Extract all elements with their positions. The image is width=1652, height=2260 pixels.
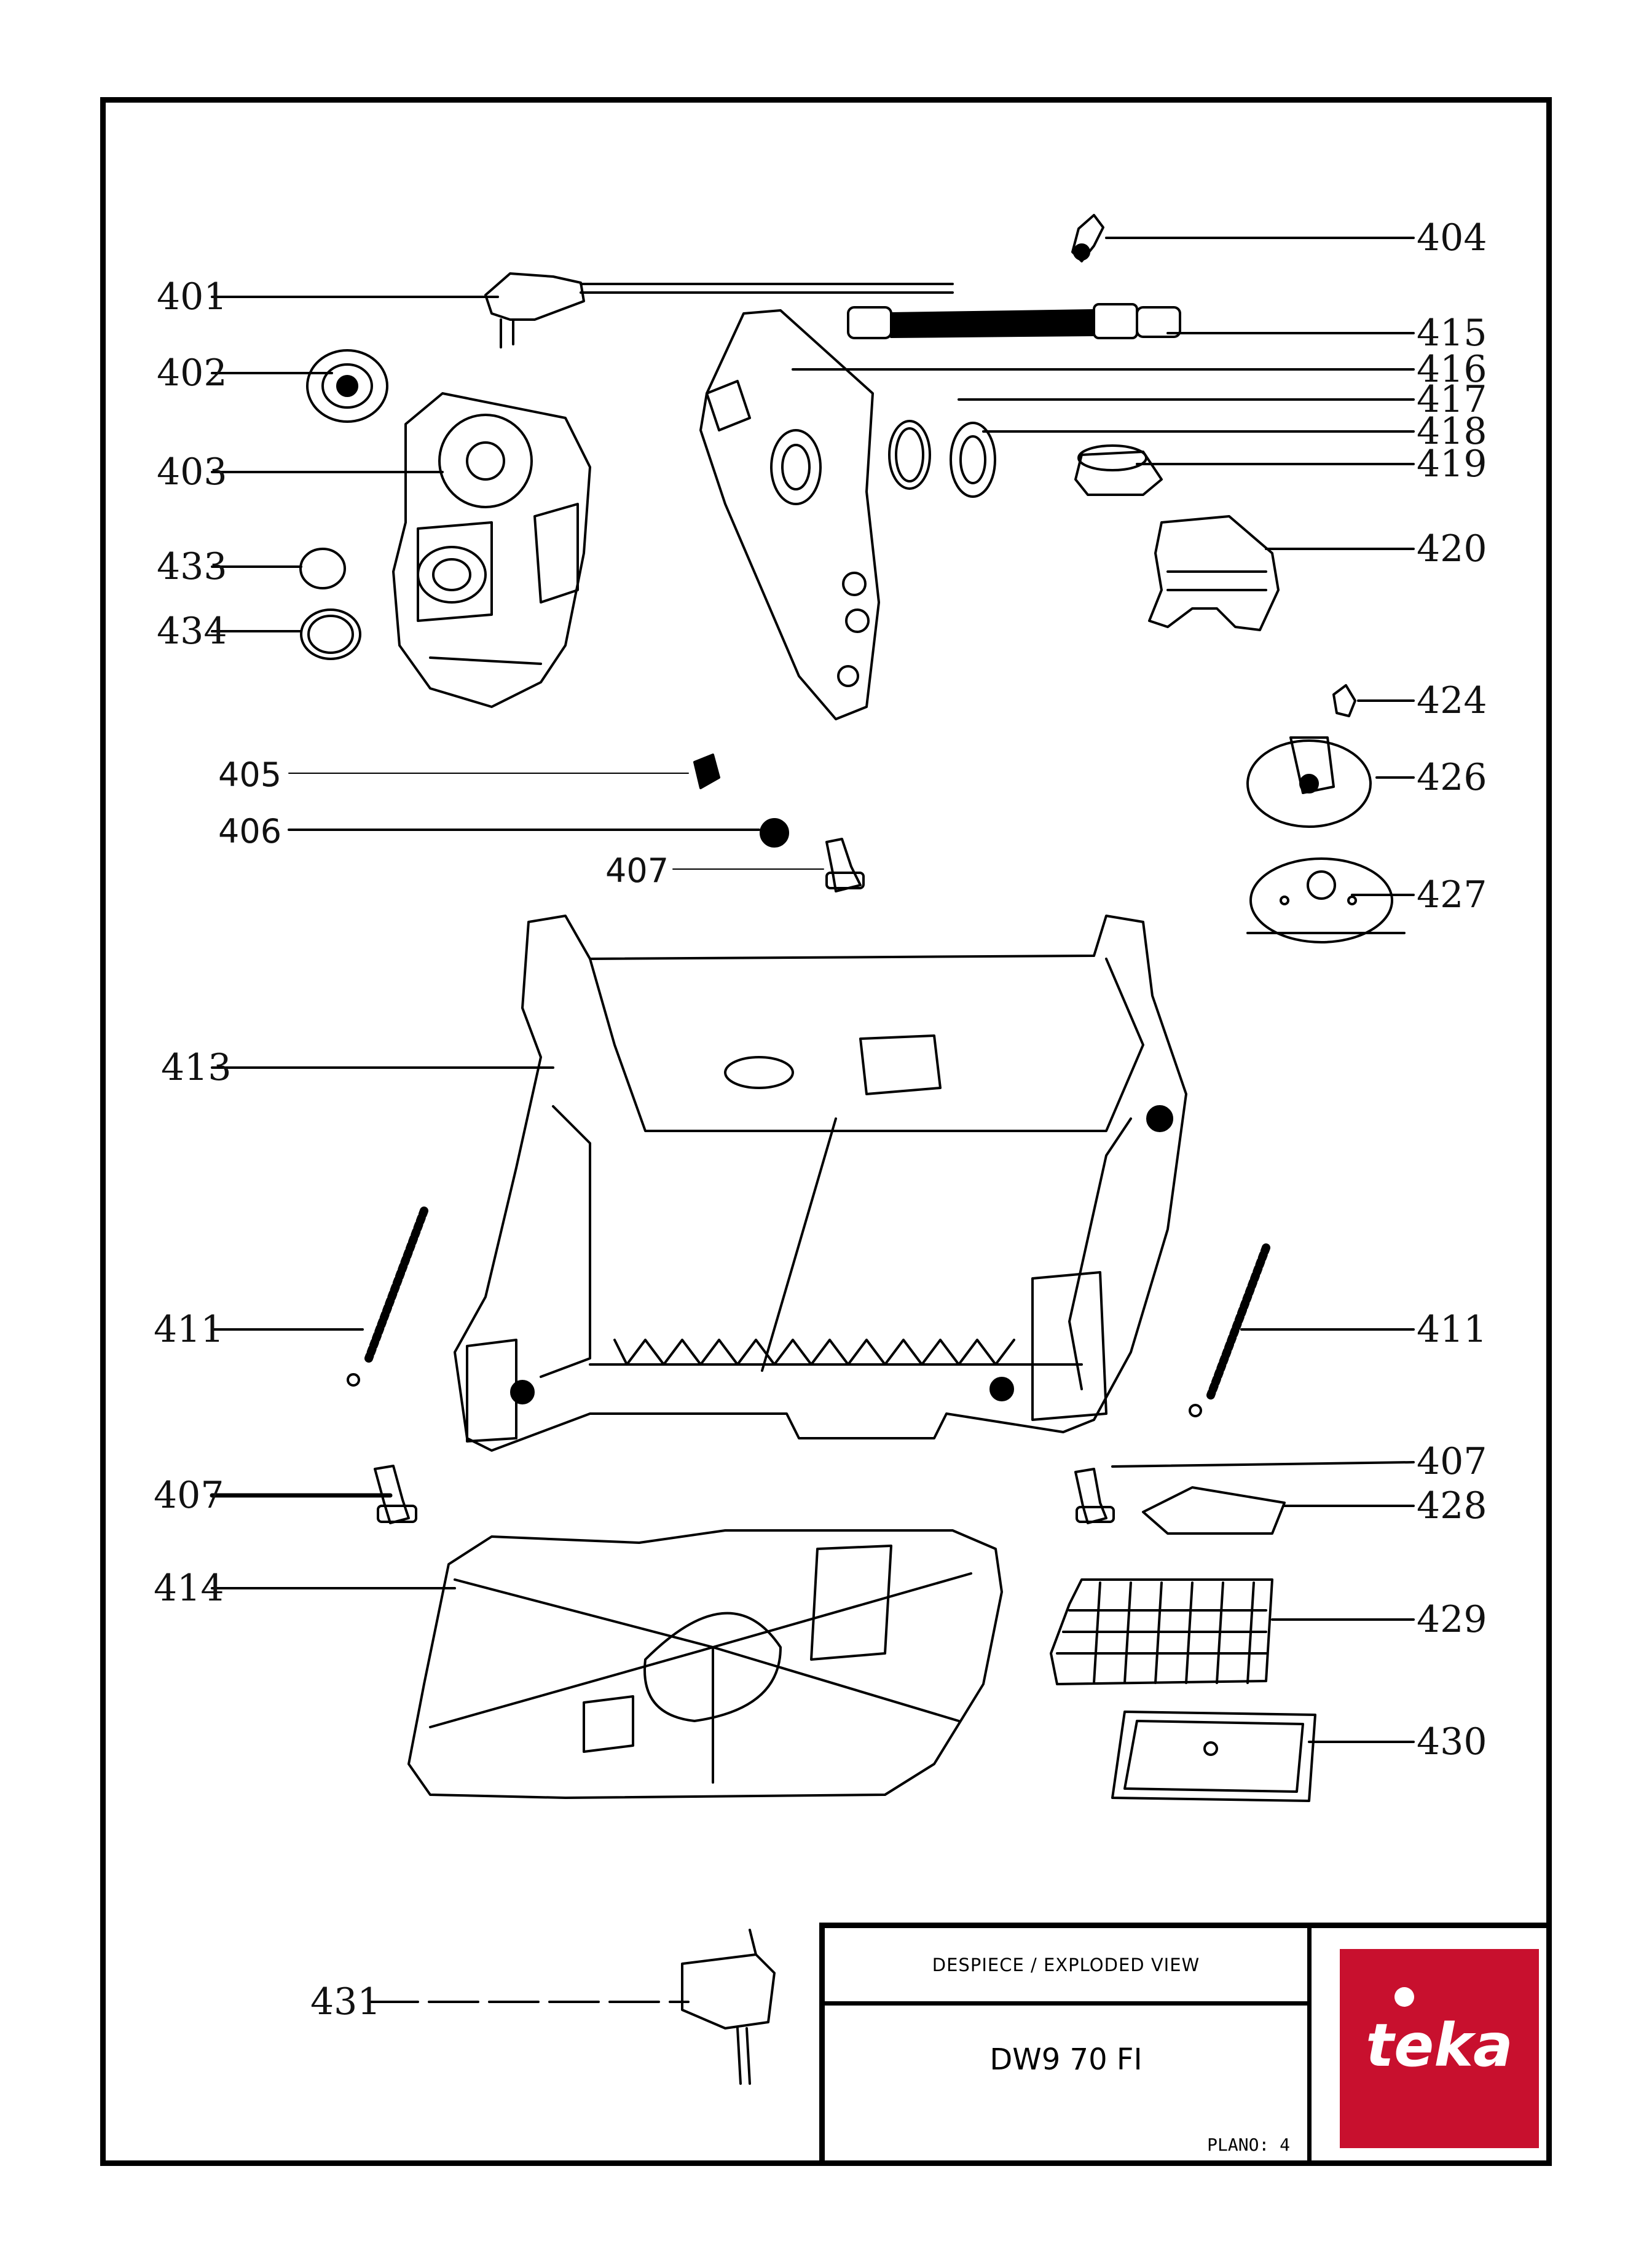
part-406-nut [760, 818, 789, 848]
callout-405: 405 [218, 755, 282, 794]
part-420-bracket [1148, 515, 1280, 631]
callout-413: 413 [161, 1046, 232, 1089]
part-405-screw [693, 754, 720, 789]
callout-416: 416 [1417, 348, 1487, 391]
callout-415: 415 [1417, 312, 1487, 355]
callout-428: 428 [1417, 1484, 1487, 1527]
part-424-clip [1332, 684, 1356, 717]
callout-401: 401 [157, 275, 227, 318]
part-428-pad [1142, 1486, 1286, 1535]
title-block-model-cell: DW9 70 FI PLANO: 4 [825, 2006, 1312, 2166]
part-407-foot-left [374, 1465, 417, 1524]
title-block: DESPIECE / EXPLODED VIEW DW9 70 FI PLANO… [819, 1923, 1552, 2166]
callout-433: 433 [157, 545, 227, 588]
part-414-base-tray [407, 1529, 1003, 1799]
callout-431: 431 [310, 1980, 381, 2023]
part-427-impeller-plate [1246, 857, 1406, 943]
part-417-ring [888, 420, 931, 490]
callout-418: 418 [1417, 410, 1487, 453]
callout-411-left: 411 [154, 1308, 224, 1351]
callout-420: 420 [1417, 527, 1487, 570]
callout-407-top: 407 [605, 851, 669, 890]
callout-429: 429 [1417, 1598, 1487, 1641]
part-433-oring [299, 548, 346, 589]
callout-403: 403 [157, 451, 227, 494]
callout-406: 406 [218, 812, 282, 851]
leader-lines [210, 237, 1415, 2003]
part-418-cap [950, 422, 996, 498]
callout-404: 404 [1417, 216, 1487, 259]
part-430-softener-lid [1111, 1711, 1316, 1802]
part-413-base-frame [454, 915, 1187, 1452]
part-415-hose [847, 303, 1181, 339]
callout-414: 414 [154, 1567, 224, 1610]
title-block-header: DESPIECE / EXPLODED VIEW [825, 1928, 1312, 2006]
part-429-softener [1050, 1578, 1273, 1685]
part-407-foot-right [1074, 1468, 1115, 1524]
part-404-clip [1071, 214, 1104, 262]
callout-417: 417 [1417, 378, 1487, 421]
callout-402: 402 [157, 352, 227, 395]
part-434-oring [300, 608, 361, 660]
model-number: DW9 70 FI [989, 2042, 1143, 2077]
callout-411-right: 411 [1417, 1308, 1487, 1351]
sheet-border [100, 97, 1552, 2166]
callout-430: 430 [1417, 1720, 1487, 1763]
callout-407-left: 407 [154, 1474, 224, 1517]
logo-cell: teka [1312, 1928, 1552, 2166]
sheet-number: PLANO: 4 [1207, 2135, 1290, 2155]
part-411-spring-left [347, 1207, 428, 1387]
part-426-pump-cover [1246, 736, 1372, 828]
part-403-detergent-dispenser [392, 392, 591, 708]
callout-419: 419 [1417, 443, 1487, 486]
callout-434: 434 [157, 610, 227, 653]
part-411-spring-right [1189, 1243, 1270, 1417]
part-416-side-plate [699, 309, 880, 720]
callout-427: 427 [1417, 873, 1487, 916]
teka-logo-text: teka [1366, 2011, 1513, 2080]
callout-424: 424 [1417, 679, 1487, 722]
part-402-selector-knob [306, 349, 388, 423]
callout-407-right: 407 [1417, 1440, 1487, 1483]
part-401-power-cord [484, 272, 954, 348]
part-431-valve [681, 1929, 776, 2085]
callout-426: 426 [1417, 756, 1487, 799]
teka-logo: teka [1340, 1949, 1539, 2148]
part-419-pressure-sensor [1074, 444, 1163, 496]
part-407-foot-top [825, 838, 865, 892]
